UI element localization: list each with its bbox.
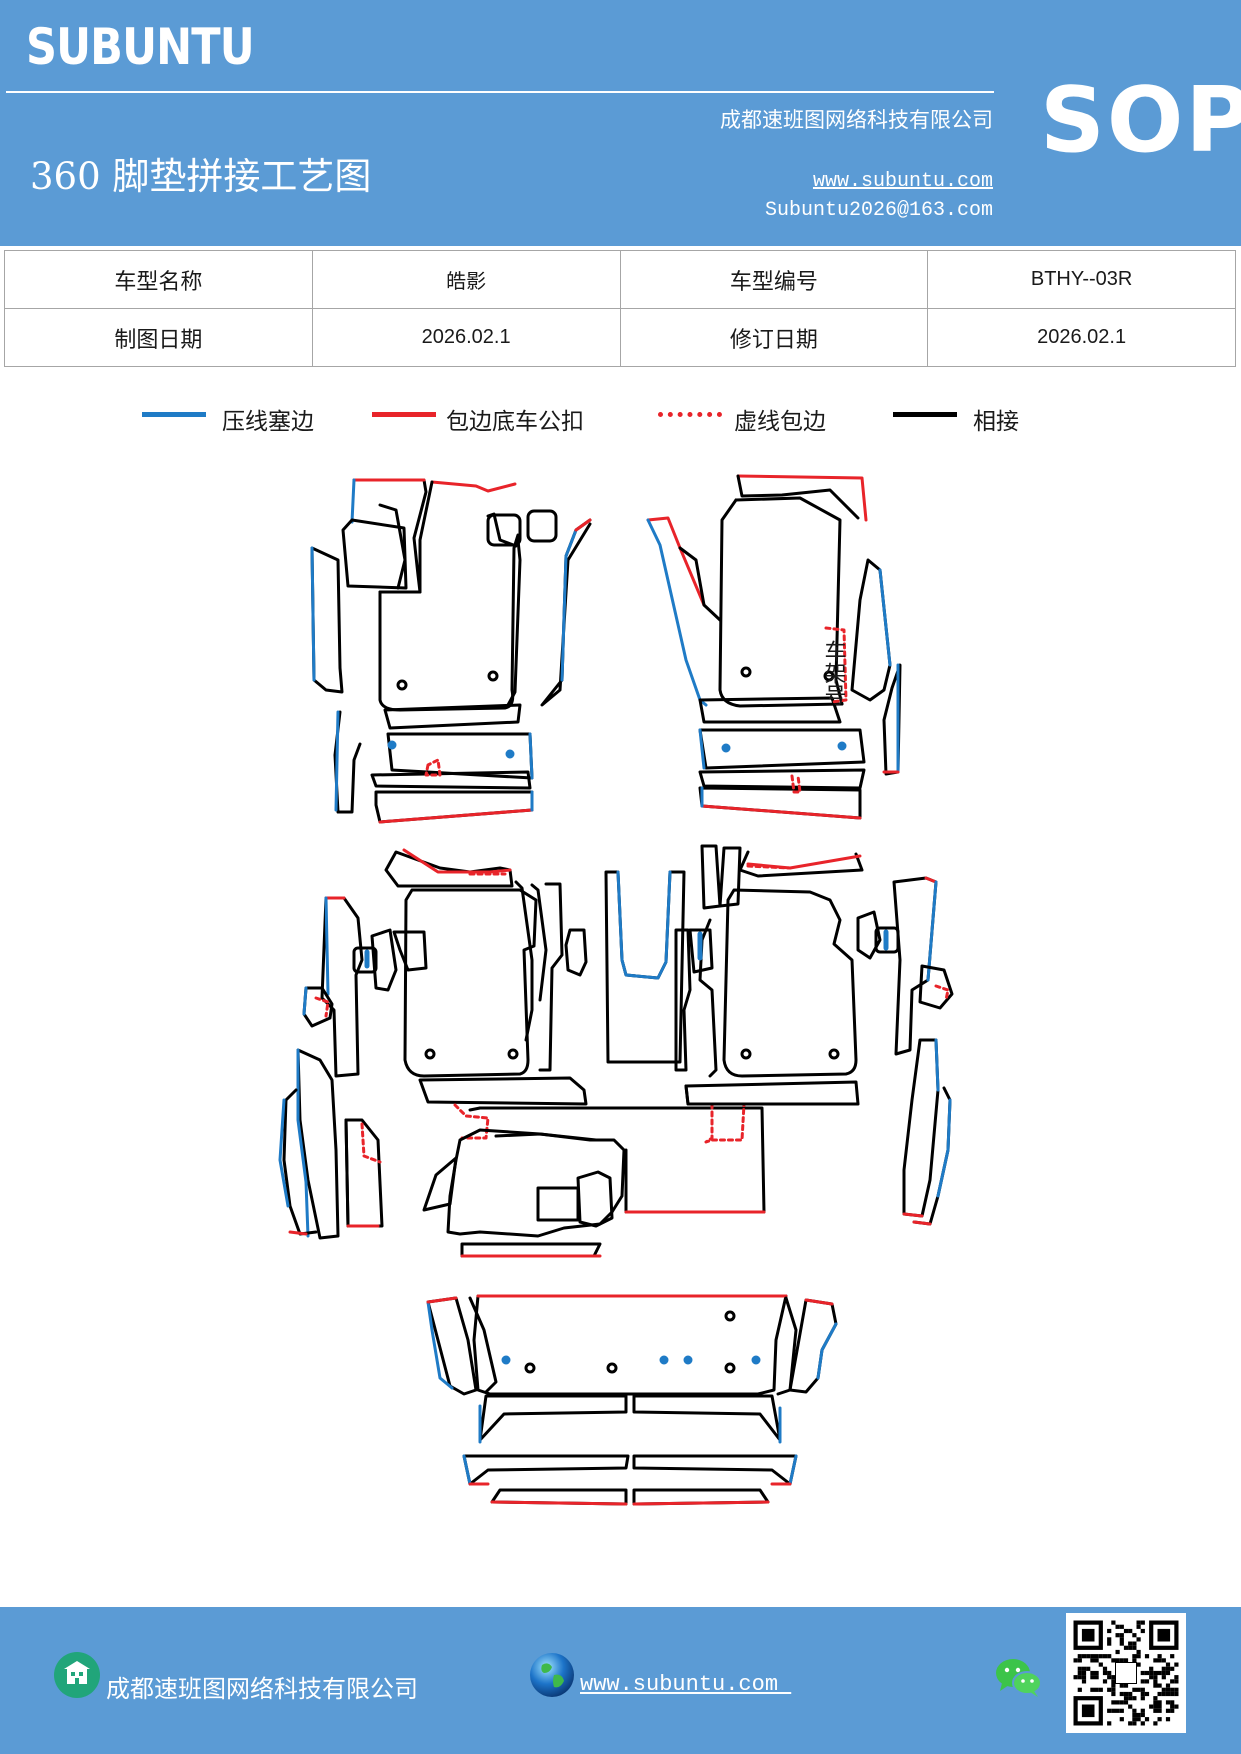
revision-date-label: 修订日期 bbox=[619, 308, 929, 367]
header-company-name: 成都速班图网络科技有限公司 bbox=[720, 108, 993, 132]
legend-swatch bbox=[142, 412, 206, 417]
passenger-front-mat bbox=[646, 474, 902, 820]
floor-mat-diagram: 车架号 bbox=[278, 474, 954, 1506]
document-title: 360 脚垫拼接工艺图 bbox=[30, 155, 372, 198]
driver-front-mat bbox=[310, 478, 592, 824]
vehicle-info-table: 车型名称 皓影 车型编号 BTHY--03R 制图日期 2026.02.1 修订… bbox=[4, 250, 1236, 367]
center-tunnel-mat bbox=[422, 870, 766, 1258]
legend-label: 相接 bbox=[973, 409, 1019, 435]
legend-label: 包边底车公扣 bbox=[446, 409, 584, 435]
model-code-value: BTHY--03R bbox=[927, 250, 1236, 309]
line-legend: 压线塞边 包边底车公扣 虚线包边 相接 bbox=[0, 402, 1241, 438]
vin-text: 车架号 bbox=[821, 640, 847, 706]
company-icon bbox=[54, 1652, 100, 1698]
drawing-date-value: 2026.02.1 bbox=[311, 308, 621, 367]
model-name-value: 皓影 bbox=[311, 250, 621, 309]
rear-left-mat bbox=[278, 848, 588, 1240]
page-header: SUBUNTU 360 脚垫拼接工艺图 成都速班图网络科技有限公司 www.su… bbox=[0, 0, 1241, 246]
sop-badge: SOP bbox=[1040, 68, 1241, 173]
drawing-date-label: 制图日期 bbox=[4, 308, 313, 367]
legend-label: 压线塞边 bbox=[222, 409, 314, 435]
legend-swatch bbox=[372, 412, 436, 417]
model-name-label: 车型名称 bbox=[4, 250, 313, 309]
model-code-label: 车型编号 bbox=[619, 250, 929, 309]
wechat-icon[interactable] bbox=[994, 1657, 1044, 1699]
legend-swatch bbox=[893, 412, 957, 417]
table-row: 制图日期 2026.02.1 修订日期 2026.02.1 bbox=[4, 308, 1236, 367]
vin-label: 车架号 bbox=[821, 640, 847, 706]
page-footer: 成都速班图网络科技有限公司 www.subuntu.com bbox=[0, 1607, 1241, 1754]
globe-icon bbox=[528, 1651, 576, 1699]
brand-logo: SUBUNTU bbox=[26, 18, 255, 76]
header-email[interactable]: Subuntu2026@163.com bbox=[764, 199, 993, 222]
rear-trunk-mat bbox=[426, 1294, 838, 1506]
footer-website-link[interactable]: www.subuntu.com bbox=[580, 1672, 792, 1697]
footer-company-name: 成都速班图网络科技有限公司 bbox=[106, 1675, 418, 1703]
qr-code-pattern bbox=[1073, 1620, 1179, 1726]
table-row: 车型名称 皓影 车型编号 BTHY--03R bbox=[4, 250, 1236, 309]
legend-label: 虚线包边 bbox=[734, 409, 826, 435]
header-website-link[interactable]: www.subuntu.com bbox=[812, 170, 993, 193]
header-divider bbox=[6, 91, 994, 93]
qr-code[interactable] bbox=[1066, 1613, 1186, 1733]
legend-swatch bbox=[658, 412, 722, 417]
revision-date-value: 2026.02.1 bbox=[927, 308, 1236, 367]
rear-right-mat bbox=[674, 844, 954, 1226]
